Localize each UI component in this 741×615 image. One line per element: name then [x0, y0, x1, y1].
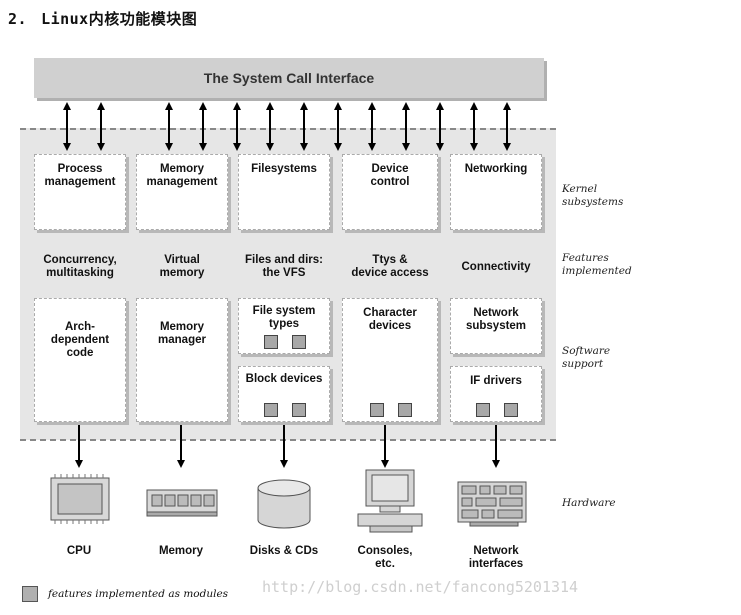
arch-dependent-code: Arch- dependent code: [34, 298, 126, 422]
disk-icon: [257, 479, 311, 529]
side-label-line: implemented: [562, 265, 632, 277]
feature-connectivity: Connectivity: [446, 261, 546, 274]
software-label: code: [66, 347, 94, 359]
syscall-arrows: [63, 102, 511, 151]
side-label-features-implemented: Features implemented: [562, 252, 632, 278]
feature-device-access: Ttys & device access: [340, 254, 440, 280]
hardware-label: Memory: [158, 545, 204, 557]
subsystem-memory-management: Memory management: [136, 154, 228, 230]
side-label-kernel-subsystems: Kernel subsystems: [562, 183, 623, 209]
hardware-label: CPU: [66, 545, 92, 557]
watermark-url: http://blog.csdn.net/fancong5201314: [262, 578, 579, 596]
side-label-software-support: Software support: [562, 345, 610, 371]
subsystem-filesystems: Filesystems: [238, 154, 330, 230]
feature-label: memory: [159, 267, 205, 279]
hardware-label: Network: [473, 545, 519, 557]
block-devices: Block devices: [238, 366, 330, 422]
network-card-icon: [457, 481, 527, 527]
hardware-network-interfaces: Network interfaces: [446, 545, 546, 571]
subsystem-label: Memory: [159, 163, 205, 175]
feature-label: Connectivity: [461, 261, 531, 273]
hardware-label: Disks & CDs: [249, 545, 319, 557]
module-square-icon: [370, 403, 384, 417]
subsystem-label: Filesystems: [251, 163, 317, 175]
software-label: manager: [158, 334, 206, 346]
subsystem-label: Networking: [464, 163, 528, 175]
side-label-line: support: [562, 358, 604, 370]
software-label: devices: [368, 320, 412, 332]
memory-icon: [146, 489, 218, 517]
kernel-bottom-divider: [20, 439, 556, 441]
side-label-line: Kernel: [562, 183, 598, 195]
subsystem-label: Process: [57, 163, 103, 175]
hardware-label: etc.: [375, 558, 395, 570]
subsystem-label: Device: [371, 163, 409, 175]
hardware-arrows: [75, 424, 500, 468]
subsystem-label: management: [44, 176, 116, 188]
feature-concurrency: Concurrency, multitasking: [30, 254, 130, 280]
kernel-top-divider: [20, 128, 556, 130]
subsystem-device-control: Device control: [342, 154, 438, 230]
software-label: Block devices: [245, 373, 323, 385]
module-square-icon: [398, 403, 412, 417]
file-system-types: File system types: [238, 298, 330, 354]
if-drivers: IF drivers: [450, 366, 542, 422]
software-label: Arch-: [64, 321, 96, 333]
feature-label: multitasking: [46, 267, 114, 279]
module-square-icon: [292, 403, 306, 417]
page-heading: 2. Linux内核功能模块图: [8, 8, 197, 29]
hardware-cpu: CPU: [29, 545, 129, 558]
hardware-label: interfaces: [468, 558, 524, 570]
software-label: Character: [363, 307, 417, 319]
software-label: Network: [473, 307, 519, 319]
subsystem-process-management: Process management: [34, 154, 126, 230]
side-label-line: subsystems: [562, 196, 624, 208]
hardware-label: Consoles,: [357, 545, 413, 557]
character-devices: Character devices: [342, 298, 438, 422]
feature-label: Virtual: [164, 254, 200, 266]
legend-text: features implemented as modules: [48, 588, 229, 600]
subsystem-networking: Networking: [450, 154, 542, 230]
software-label: File system: [252, 305, 316, 317]
software-label: Memory: [159, 321, 205, 333]
subsystem-label: control: [370, 176, 410, 188]
side-label-hardware: Hardware: [562, 497, 616, 509]
hardware-disks: Disks & CDs: [234, 545, 334, 558]
memory-manager: Memory manager: [136, 298, 228, 422]
module-square-icon: [504, 403, 518, 417]
legend-module-swatch-icon: [22, 586, 38, 602]
system-call-interface: The System Call Interface: [34, 58, 544, 98]
network-subsystem: Network subsystem: [450, 298, 542, 354]
feature-label: Ttys &: [372, 254, 408, 266]
module-square-icon: [292, 335, 306, 349]
feature-vfs: Files and dirs: the VFS: [234, 254, 334, 280]
side-label-line: Software: [562, 345, 611, 357]
cpu-icon: [50, 474, 110, 524]
module-square-icon: [476, 403, 490, 417]
subsystem-label: management: [146, 176, 218, 188]
heading-title: Linux内核功能模块图: [41, 10, 198, 28]
feature-label: Files and dirs:: [245, 254, 323, 266]
software-label: IF drivers: [470, 375, 522, 387]
console-icon: [357, 469, 423, 533]
heading-number: 2.: [8, 10, 28, 28]
module-square-icon: [264, 335, 278, 349]
hardware-consoles: Consoles, etc.: [335, 545, 435, 571]
feature-virtual-memory: Virtual memory: [132, 254, 232, 280]
software-label: subsystem: [465, 320, 527, 332]
feature-label: Concurrency,: [43, 254, 117, 266]
software-label: dependent: [50, 334, 110, 346]
hardware-memory: Memory: [131, 545, 231, 558]
module-square-icon: [264, 403, 278, 417]
feature-label: device access: [351, 267, 429, 279]
software-label: types: [268, 318, 300, 330]
feature-label: the VFS: [262, 267, 306, 279]
side-label-line: Features: [562, 252, 609, 264]
